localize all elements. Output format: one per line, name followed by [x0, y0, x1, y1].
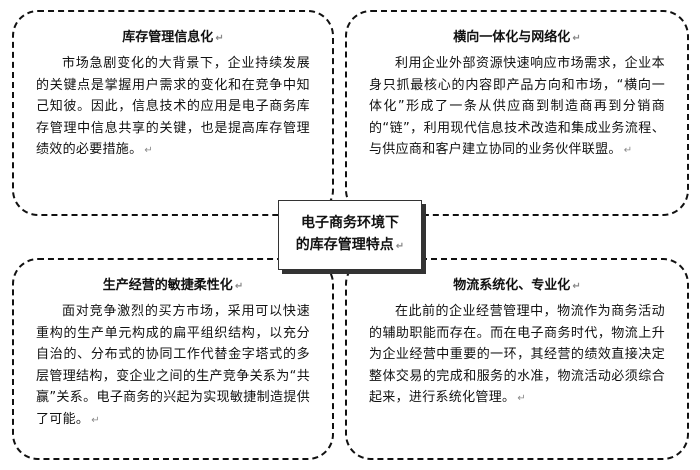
card-title-text: 库存管理信息化: [122, 30, 214, 45]
card-title: 库存管理信息化↵: [36, 28, 310, 49]
center-topic-box: 电子商务环境下 的库存管理特点↵: [278, 200, 422, 270]
paragraph-mark-icon: ↵: [623, 145, 633, 156]
card-body: 在此前的企业经营管理中，物流作为商务活动的辅助职能而存在。而在电子商务时代，物流…: [369, 301, 665, 410]
paragraph-mark-icon: ↵: [517, 393, 526, 404]
card-title: 物流系统化、专业化↵: [369, 276, 665, 297]
card-body-text: 面对竞争激烈的买方市场，采用可以快速重构的生产单元构成的扁平组织结构，以充分自治…: [36, 304, 310, 427]
card-title-text: 物流系统化、专业化: [453, 278, 571, 293]
card-logistics-systematization: 物流系统化、专业化↵ 在此前的企业经营管理中，物流作为商务活动的辅助职能而存在。…: [345, 258, 689, 460]
paragraph-mark-icon: ↵: [572, 33, 581, 44]
card-body: 面对竞争激烈的买方市场，采用可以快速重构的生产单元构成的扁平组织结构，以充分自治…: [36, 301, 310, 431]
card-body-text: 利用企业外部资源快速响应市场需求，企业本身只抓最核心的内容即产品方向和市场，“横…: [369, 56, 665, 157]
paragraph-mark-icon: ↵: [91, 414, 100, 426]
card-title: 生产经营的敏捷柔性化↵: [36, 276, 310, 297]
card-body: 市场急剧变化的大背景下，企业持续发展的关键点是掌握用户需求的变化和在竞争中知己知…: [36, 53, 310, 162]
center-topic-line-1: 电子商务环境下: [301, 215, 399, 231]
paragraph-mark-icon: ↵: [144, 145, 154, 156]
paragraph-mark-icon: ↵: [572, 281, 581, 292]
card-body-text: 市场急剧变化的大背景下，企业持续发展的关键点是掌握用户需求的变化和在竞争中知己知…: [36, 56, 310, 157]
card-title-text: 横向一体化与网络化: [453, 30, 571, 45]
card-body: 利用企业外部资源快速响应市场需求，企业本身只抓最核心的内容即产品方向和市场，“横…: [369, 53, 665, 162]
card-inventory-informatization: 库存管理信息化↵ 市场急剧变化的大背景下，企业持续发展的关键点是掌握用户需求的变…: [12, 10, 334, 216]
card-agile-production: 生产经营的敏捷柔性化↵ 面对竞争激烈的买方市场，采用可以快速重构的生产单元构成的…: [12, 258, 334, 460]
card-title: 横向一体化与网络化↵: [369, 28, 665, 49]
paragraph-mark-icon: ↵: [234, 281, 244, 292]
card-horizontal-integration: 横向一体化与网络化↵ 利用企业外部资源快速响应市场需求，企业本身只抓最核心的内容…: [345, 10, 689, 216]
center-topic-line-2: 的库存管理特点↵: [296, 234, 404, 258]
paragraph-mark-icon: ↵: [215, 33, 224, 44]
card-body-text: 在此前的企业经营管理中，物流作为商务活动的辅助职能而存在。而在电子商务时代，物流…: [369, 304, 665, 405]
center-topic-line-2-text: 的库存管理特点: [295, 237, 394, 253]
card-title-text: 生产经营的敏捷柔性化: [102, 278, 233, 293]
paragraph-mark-icon: ↵: [395, 241, 405, 252]
